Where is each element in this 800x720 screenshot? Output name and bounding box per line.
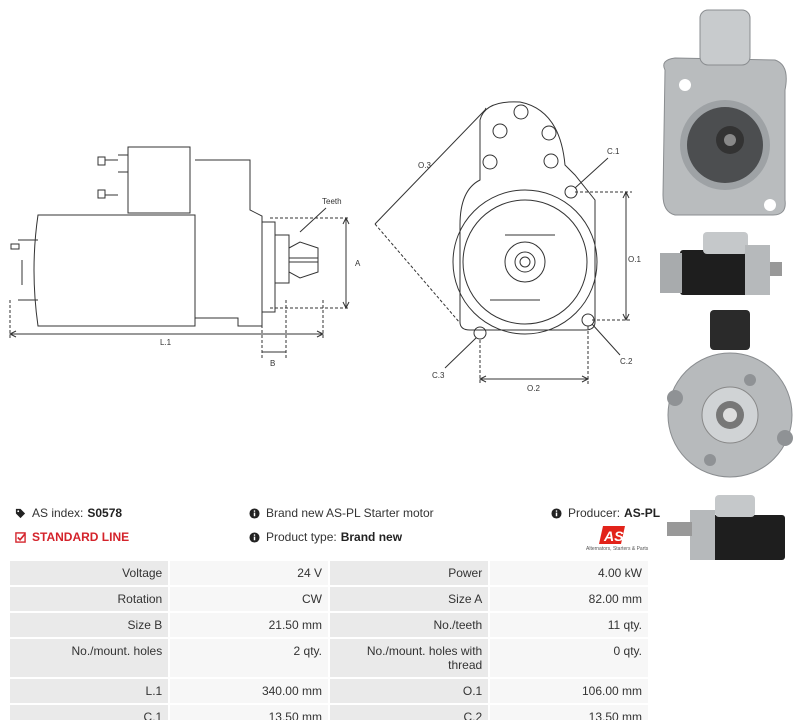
info-icon — [249, 531, 260, 543]
as-pl-logo: AS — [599, 526, 625, 544]
standard-line-label: STANDARD LINE — [32, 530, 130, 544]
spec-value: 82.00 mm — [490, 587, 648, 611]
label-o2: O.2 — [527, 384, 540, 393]
table-row: No./mount. holes 2 qty. No./mount. holes… — [10, 639, 648, 677]
spec-key: Voltage — [10, 561, 169, 585]
product-type-label: Product type: — [266, 530, 337, 544]
table-row: C.1 13.50 mm C.2 13.50 mm — [10, 705, 648, 720]
motor-body-outline — [33, 214, 196, 327]
spec-key: C.1 — [10, 705, 169, 720]
spec-value: 340.00 mm — [170, 679, 328, 703]
as-index-value: S0578 — [87, 506, 123, 520]
label-c1: C.1 — [607, 147, 620, 156]
product-photos — [660, 9, 793, 560]
pinion-outline — [288, 241, 319, 279]
info-icon — [551, 507, 562, 519]
product-info: AS index: S0578 STANDARD LINE Brand new … — [15, 503, 660, 553]
label-o1: O.1 — [628, 255, 641, 264]
spec-key: Power — [329, 561, 489, 585]
table-row: Rotation CW Size A 82.00 mm — [10, 587, 648, 611]
label-b: B — [270, 359, 275, 368]
producer-value: AS-PL — [624, 506, 661, 520]
spec-value: CW — [170, 587, 328, 611]
photo-side-large — [667, 495, 785, 560]
producer: Producer: AS-PL — [551, 506, 660, 520]
spec-value: 21.50 mm — [170, 613, 328, 637]
spec-key: Size B — [10, 613, 169, 637]
tags-icon — [15, 508, 26, 518]
spec-key: No./mount. holes with thread — [329, 639, 489, 677]
spec-key: Rotation — [10, 587, 169, 611]
solenoid-outline — [127, 146, 191, 214]
spec-key: O.1 — [329, 679, 489, 703]
as-index: AS index: S0578 — [15, 506, 122, 520]
as-index-label: AS index: — [32, 506, 84, 520]
table-row: L.1 340.00 mm O.1 106.00 mm — [10, 679, 648, 703]
label-c3: C.3 — [432, 371, 445, 380]
spec-key: No./teeth — [329, 613, 489, 637]
product-type-value: Brand new — [340, 530, 403, 544]
drive-housing-outline — [195, 159, 263, 327]
photo-rear-flange — [667, 310, 793, 478]
logo-tagline: Alternators, Starters & Parts — [586, 546, 649, 552]
spec-value: 106.00 mm — [490, 679, 648, 703]
mount-hole-c3 — [473, 326, 487, 340]
info-icon — [249, 507, 260, 519]
specs-table: Voltage 24 V Power 4.00 kW Rotation CW S… — [8, 559, 650, 720]
spec-value: 0 qty. — [490, 639, 648, 677]
standard-line: STANDARD LINE — [15, 530, 129, 544]
table-row: Voltage 24 V Power 4.00 kW — [10, 561, 648, 585]
table-row: Size B 21.50 mm No./teeth 11 qty. — [10, 613, 648, 637]
label-l1: L.1 — [160, 338, 172, 347]
spec-key: C.2 — [329, 705, 489, 720]
spec-value: 2 qty. — [170, 639, 328, 677]
technical-drawing: Teeth A B L.1 O.3 C.1 O.1 C.2 C.3 O.2 — [8, 101, 641, 393]
label-a: A — [355, 259, 361, 268]
photo-side-small — [660, 232, 782, 295]
label-teeth: Teeth — [322, 197, 342, 206]
spec-key: L.1 — [10, 679, 169, 703]
label-c2: C.2 — [620, 357, 633, 366]
spec-key: Size A — [329, 587, 489, 611]
photo-front-flange — [662, 9, 787, 216]
spec-value: 11 qty. — [490, 613, 648, 637]
check-square-icon — [15, 531, 26, 543]
housing-circle — [452, 189, 598, 335]
spec-key: No./mount. holes — [10, 639, 169, 677]
spec-value: 13.50 mm — [490, 705, 648, 720]
product-type: Product type: Brand new — [249, 530, 402, 544]
spec-value: 13.50 mm — [170, 705, 328, 720]
spec-value: 24 V — [170, 561, 328, 585]
label-o3: O.3 — [418, 161, 431, 170]
description: Brand new AS-PL Starter motor — [249, 506, 434, 520]
spec-value: 4.00 kW — [490, 561, 648, 585]
producer-label: Producer: — [568, 506, 621, 520]
logo-text: AS — [603, 528, 624, 544]
description-text: Brand new AS-PL Starter motor — [266, 506, 434, 520]
flange-outline — [459, 101, 596, 331]
